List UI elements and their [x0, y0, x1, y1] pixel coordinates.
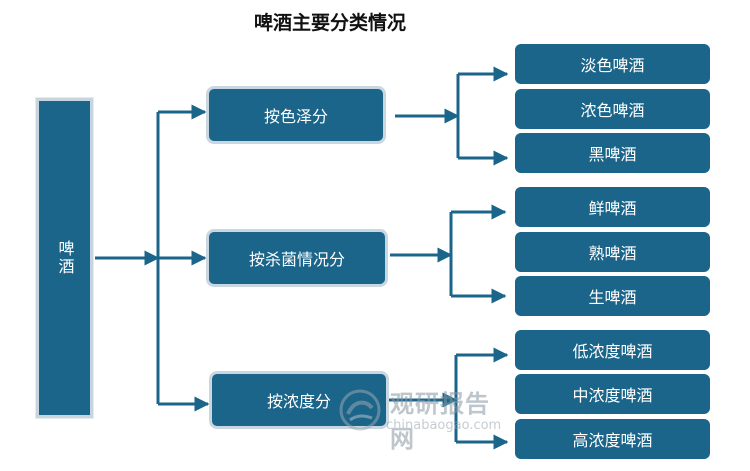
- leaf-light-beer: 淡色啤酒: [515, 44, 710, 84]
- leaf-draft-beer: 生啤酒: [515, 276, 710, 316]
- category-node-concentration: 按浓度分: [209, 371, 389, 429]
- category-node-sterilization: 按杀菌情况分: [206, 229, 388, 287]
- leaf-pasteurized-beer: 熟啤酒: [515, 232, 710, 272]
- leaf-medium-gravity-beer: 中浓度啤酒: [515, 374, 710, 414]
- leaf-low-gravity-beer: 低浓度啤酒: [515, 330, 710, 370]
- root-node: 啤酒: [36, 98, 93, 418]
- leaf-dark-color-beer: 浓色啤酒: [515, 89, 710, 129]
- leaf-high-gravity-beer: 高浓度啤酒: [515, 419, 710, 459]
- category-node-color: 按色泽分: [206, 86, 386, 144]
- diagram-title: 啤酒主要分类情况: [253, 12, 406, 34]
- leaf-fresh-beer: 鲜啤酒: [515, 187, 710, 227]
- leaf-black-beer: 黑啤酒: [515, 133, 710, 173]
